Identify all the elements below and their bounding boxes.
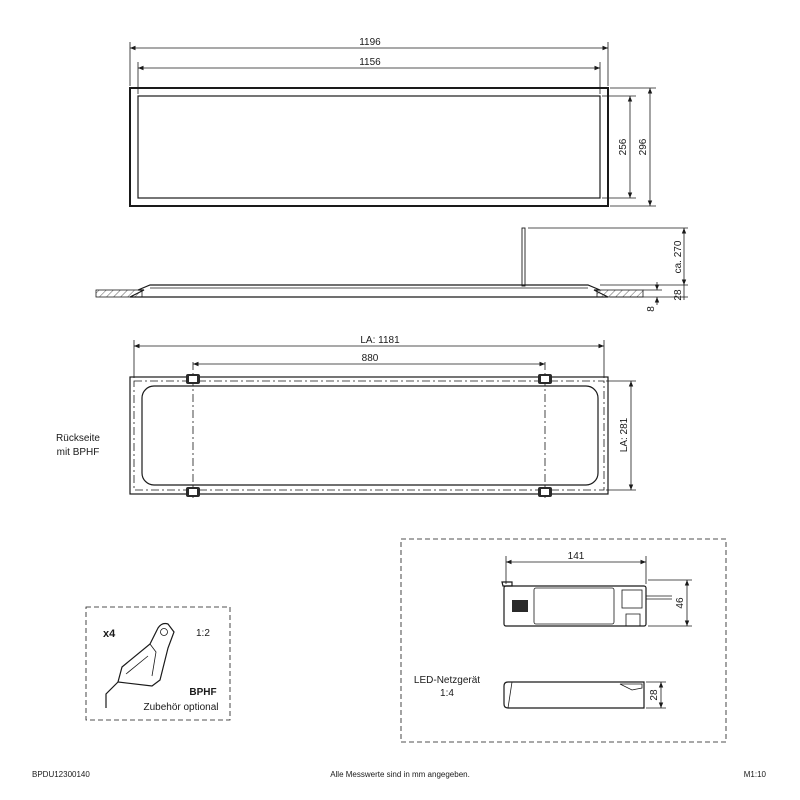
- bphf-bracket-icon: [105, 622, 175, 708]
- footer-scale: M1:10: [744, 770, 767, 779]
- ceiling-right: [596, 289, 644, 298]
- dim-panel-height-label: 28: [673, 289, 684, 301]
- accessory-scale: 1:2: [196, 628, 210, 639]
- mount-clip-bottom-right: [538, 487, 552, 497]
- back-view-label-line1: Rückseite: [56, 433, 100, 444]
- dim-driver-height-label: 46: [675, 597, 686, 609]
- accessory-dashed-frame: [85, 606, 231, 721]
- led-driver-top-view: [501, 581, 672, 627]
- ceiling-left: [95, 289, 143, 298]
- accessory-name: BPHF: [189, 687, 216, 698]
- top-view: 1196 1156 256 296: [129, 37, 656, 207]
- dim-height-approx-label: ca. 270: [673, 240, 684, 273]
- accessory-note: Zubehör optional: [143, 702, 218, 713]
- dim-driver-depth-label: 28: [649, 689, 660, 701]
- dim-outer-width-label: 1196: [359, 37, 381, 48]
- led-driver-side-view: [503, 681, 645, 709]
- panel-inner-frame: [137, 95, 601, 199]
- dim-driver-length-label: 141: [568, 551, 585, 562]
- back-view: LA: 1181 880 LA: 281 Rückseite mit BPHF: [56, 335, 636, 500]
- dim-outer-height-label: 296: [638, 138, 649, 155]
- driver-cable: [521, 227, 526, 287]
- dim-inner-height-label: 256: [618, 138, 629, 155]
- mount-clip-top-right: [538, 374, 552, 384]
- dim-mount-spacing-label: 880: [362, 353, 379, 364]
- accessory-quantity: x4: [103, 628, 116, 640]
- side-view: ca. 270 28 8: [95, 227, 688, 312]
- back-inner-rounded: [141, 385, 599, 486]
- dim-flange-label: 8: [646, 306, 657, 312]
- footer-article-number: BPDU12300140: [32, 770, 90, 779]
- driver-label-line1: LED-Netzgerät: [414, 675, 480, 686]
- panel-profile: [129, 284, 609, 298]
- mount-clip-top-left: [186, 374, 200, 384]
- back-view-label-line2: mit BPHF: [57, 447, 100, 458]
- accessory-box: x4 1:2 BPHF Zubehör optional: [85, 606, 231, 721]
- footer: BPDU12300140 Alle Messwerte sind in mm a…: [32, 770, 767, 779]
- mount-clip-bottom-left: [186, 487, 200, 497]
- dim-la-height-label: LA: 281: [619, 417, 630, 452]
- back-outer-frame: [129, 376, 609, 495]
- dim-inner-width-label: 1156: [359, 57, 381, 68]
- driver-label-line2: 1:4: [440, 688, 454, 699]
- driver-box: 141 46 28 LED-Netzgerät 1:4: [400, 538, 727, 743]
- panel-outer-frame: [129, 87, 609, 207]
- footer-measurement-note: Alle Messwerte sind in mm angegeben.: [330, 770, 470, 779]
- dim-la-width-label: LA: 1181: [360, 335, 400, 346]
- driver-dashed-frame: [400, 538, 727, 743]
- back-dashdot-outline: [133, 380, 605, 491]
